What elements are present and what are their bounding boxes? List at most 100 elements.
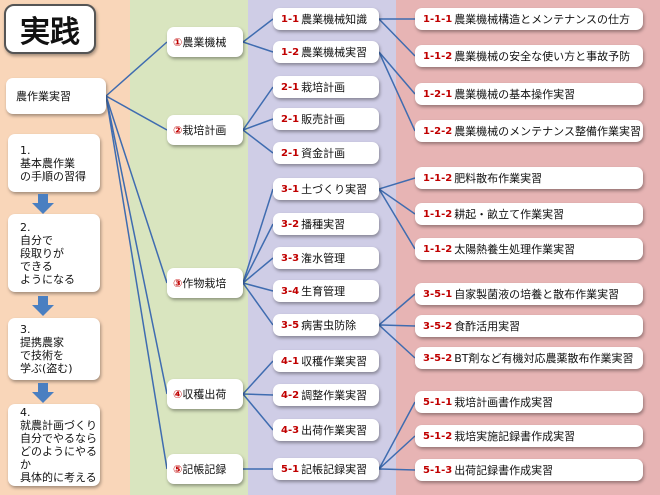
- subtask-label: 資金計画: [301, 147, 346, 160]
- down-arrow-icon: [32, 194, 54, 214]
- subtask-code: 3-4: [281, 285, 300, 297]
- step-3: 3. 提携農家 で技術を 学ぶ(盗む): [8, 318, 100, 380]
- detail-code: 5-1-3: [423, 464, 453, 476]
- detail-code: 1-1-2: [423, 172, 453, 184]
- detail-code: 5-1-1: [423, 396, 453, 408]
- subtask-label: 播種実習: [301, 218, 346, 231]
- root-node: 農作業実習: [6, 78, 106, 114]
- down-arrow-icon: [32, 383, 54, 403]
- detail-label: 自家製菌液の培養と散布作業実習: [454, 288, 620, 301]
- category-label: 農業機械: [182, 36, 227, 49]
- category-label: 作物栽培: [182, 277, 227, 290]
- detail-label: BT剤など有機対応農薬散布作業実習: [454, 352, 634, 365]
- subtask-label: 出荷作業実習: [301, 424, 368, 437]
- detail-code: 3-5-2: [423, 320, 453, 332]
- subtask-code: 3-5: [281, 319, 300, 331]
- category-number: ④: [173, 387, 183, 401]
- subtask-label: 農業機械知識: [301, 13, 368, 26]
- detail-label: 農業機械構造とメンテナンスの仕方: [454, 13, 630, 26]
- detail-label: 農業機械のメンテナンス整備作業実習: [454, 125, 641, 138]
- subtask-code: 4-1: [281, 355, 300, 367]
- subtask-label: 栽培計画: [301, 81, 346, 94]
- subtask-code: 2-1: [281, 81, 300, 93]
- detail-label: 栽培実施記録書作成実習: [454, 430, 576, 443]
- detail-label: 肥料散布作業実習: [454, 172, 543, 185]
- step-2: 2. 自分で 段取りが できる ようになる: [8, 214, 100, 292]
- subtask-label: 農業機械実習: [301, 46, 368, 59]
- down-arrow-icon: [32, 296, 54, 316]
- detail-code: 5-1-2: [423, 430, 453, 442]
- category-label: 収穫出荷: [182, 388, 227, 401]
- detail-label: 栽培計画書作成実習: [454, 396, 554, 409]
- detail-code: 1-2-2: [423, 125, 453, 137]
- category-number: ②: [173, 123, 183, 137]
- detail-code: 1-1-2: [423, 50, 453, 62]
- subtask-code: 1-2: [281, 46, 300, 58]
- detail-code: 1-2-1: [423, 88, 453, 100]
- detail-code: 1-1-2: [423, 243, 453, 255]
- subtask-label: 収穫作業実習: [301, 355, 368, 368]
- subtask-label: 潅水管理: [301, 252, 346, 265]
- subtask-label: 記帳記録実習: [301, 463, 368, 476]
- detail-code: 3-5-2: [423, 352, 453, 364]
- detail-label: 食酢活用実習: [454, 320, 521, 333]
- detail-label: 出荷記録書作成実習: [454, 464, 554, 477]
- category-label: 記帳記録: [182, 463, 227, 476]
- step-4: 4. 就農計画づくり 自分でやるなら どのようにやるか 具体的に考える: [8, 404, 100, 486]
- subtask-label: 土づくり実習: [301, 183, 368, 196]
- subtask-code: 3-2: [281, 218, 300, 230]
- category-number: ①: [173, 35, 183, 49]
- step-1: 1. 基本農作業 の手順の習得: [8, 134, 100, 192]
- detail-label: 太陽熱養生処理作業実習: [454, 243, 576, 256]
- detail-label: 農業機械の基本操作実習: [454, 88, 576, 101]
- subtask-code: 1-1: [281, 13, 300, 25]
- subtask-label: 販売計画: [301, 113, 346, 126]
- subtask-code: 3-1: [281, 183, 300, 195]
- subtask-code: 2-1: [281, 113, 300, 125]
- subtask-code: 4-2: [281, 389, 300, 401]
- subtask-code: 2-1: [281, 147, 300, 159]
- category-number: ③: [173, 276, 183, 290]
- subtask-code: 5-1: [281, 463, 300, 475]
- detail-label: 農業機械の安全な使い方と事故予防: [454, 50, 631, 63]
- subtask-code: 3-3: [281, 252, 300, 264]
- category-number: ⑤: [173, 462, 183, 476]
- detail-code: 1-1-2: [423, 208, 453, 220]
- detail-code: 1-1-1: [423, 13, 453, 25]
- subtask-label: 調整作業実習: [301, 389, 368, 402]
- subtask-label: 病害虫防除: [301, 319, 357, 332]
- detail-label: 耕起・畝立て作業実習: [454, 208, 565, 221]
- page-title: 実践: [4, 4, 96, 54]
